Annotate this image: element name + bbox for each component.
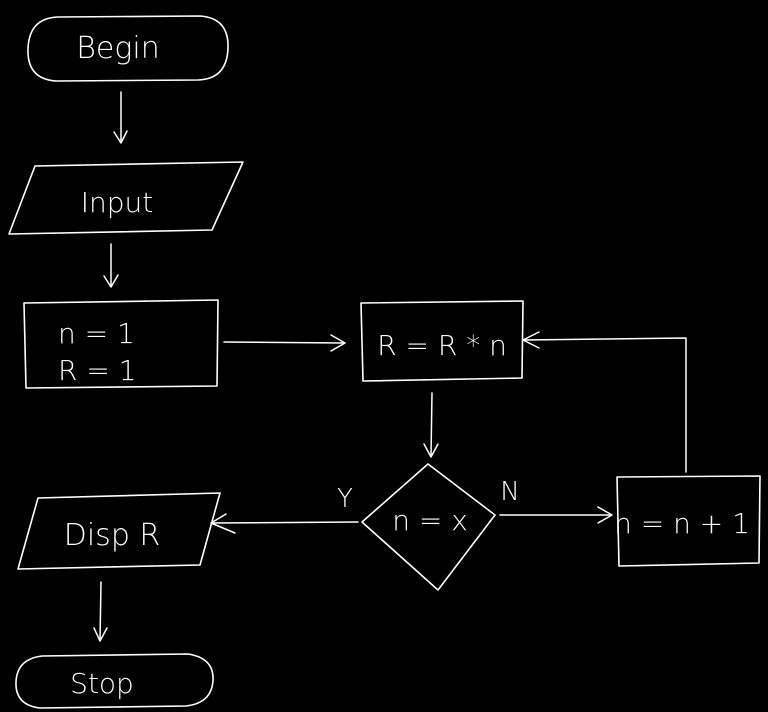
multiply-label: R = R * n xyxy=(377,329,507,362)
arrow-begin-to-input xyxy=(113,91,128,144)
init-label-n: n = 1 xyxy=(58,317,135,350)
decision-label: n = x xyxy=(392,504,468,537)
begin-node: Begin xyxy=(27,15,229,82)
arrow-increment-to-multiply xyxy=(522,331,687,473)
input-label: Input xyxy=(81,186,154,219)
display-node: Disp R xyxy=(17,492,221,570)
multiply-node: R = R * n xyxy=(360,300,524,382)
stop-label: Stop xyxy=(70,667,134,700)
display-label: Disp R xyxy=(64,518,161,553)
yes-branch-label: Y xyxy=(337,484,353,514)
arrow-multiply-to-decision xyxy=(423,392,439,458)
input-node: Input xyxy=(8,161,244,235)
no-branch-label: N xyxy=(500,477,519,507)
arrow-display-to-stop xyxy=(93,581,108,642)
stop-node: Stop xyxy=(15,653,214,709)
increment-node: n = n + 1 xyxy=(614,475,761,567)
increment-label: n = n + 1 xyxy=(614,507,750,540)
arrow-decision-to-display xyxy=(210,513,359,534)
decision-node: n = x xyxy=(361,463,496,591)
init-label-r: R = 1 xyxy=(58,354,137,387)
arrow-init-to-multiply xyxy=(223,334,346,352)
begin-label: Begin xyxy=(76,31,159,66)
arrow-decision-to-increment xyxy=(499,506,613,524)
init-node: n = 1 R = 1 xyxy=(23,299,219,389)
arrow-input-to-init xyxy=(103,243,119,288)
